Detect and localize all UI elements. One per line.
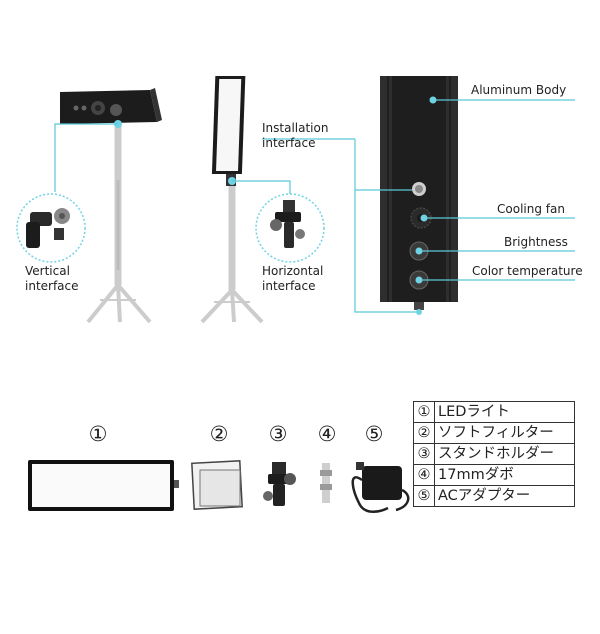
vertical-interface-zoom [16, 193, 86, 263]
table-row: ② ソフトフィルター [413, 422, 575, 444]
parts-number: ⑤ [413, 485, 435, 507]
parts-name: ACアダプター [434, 485, 575, 507]
item-spigot [320, 463, 332, 503]
item-stand-holder [263, 462, 296, 506]
parts-name: LEDライト [434, 401, 575, 423]
item-ac-adapter [351, 462, 410, 513]
label-horizontal-interface: Horizontal interface [262, 264, 324, 293]
parts-number: ① [413, 401, 435, 423]
light-stand-right [200, 185, 264, 324]
label-installation-interface: Installation interface [262, 121, 329, 150]
light-stand-left [86, 120, 152, 324]
led-light-vertical [60, 88, 162, 128]
package-number-4: ④ [317, 422, 337, 446]
package-number-1: ① [88, 422, 108, 446]
callout-line-vertical [54, 123, 118, 192]
body-callouts [262, 99, 575, 313]
parts-number: ③ [413, 443, 435, 465]
item-led-light [28, 460, 179, 511]
callout-line-horizontal [232, 180, 291, 196]
package-number-5: ⑤ [364, 422, 384, 446]
callout-dots [415, 96, 437, 284]
label-aluminum-body: Aluminum Body [471, 83, 567, 97]
label-vertical-interface: Vertical interface [25, 264, 79, 293]
package-number-3: ③ [268, 422, 288, 446]
led-light-portrait [211, 76, 246, 186]
aluminum-body [380, 76, 458, 315]
label-brightness: Brightness [504, 235, 568, 249]
table-row: ③ スタンドホルダー [413, 443, 575, 465]
item-soft-filter [191, 459, 243, 511]
horizontal-interface-zoom [255, 193, 325, 263]
parts-list-table: ① LEDライト ② ソフトフィルター ③ スタンドホルダー ④ 17mmダボ … [413, 401, 575, 507]
label-cooling-fan: Cooling fan [497, 202, 565, 216]
table-row: ⑤ ACアダプター [413, 485, 575, 507]
table-row: ① LEDライト [413, 401, 575, 423]
parts-name: スタンドホルダー [434, 443, 575, 465]
parts-name: ソフトフィルター [434, 422, 575, 444]
parts-number: ② [413, 422, 435, 444]
package-number-2: ② [209, 422, 229, 446]
table-row: ④ 17mmダボ [413, 464, 575, 486]
parts-number: ④ [413, 464, 435, 486]
parts-name: 17mmダボ [434, 464, 575, 486]
label-color-temperature: Color temperature [472, 264, 583, 278]
